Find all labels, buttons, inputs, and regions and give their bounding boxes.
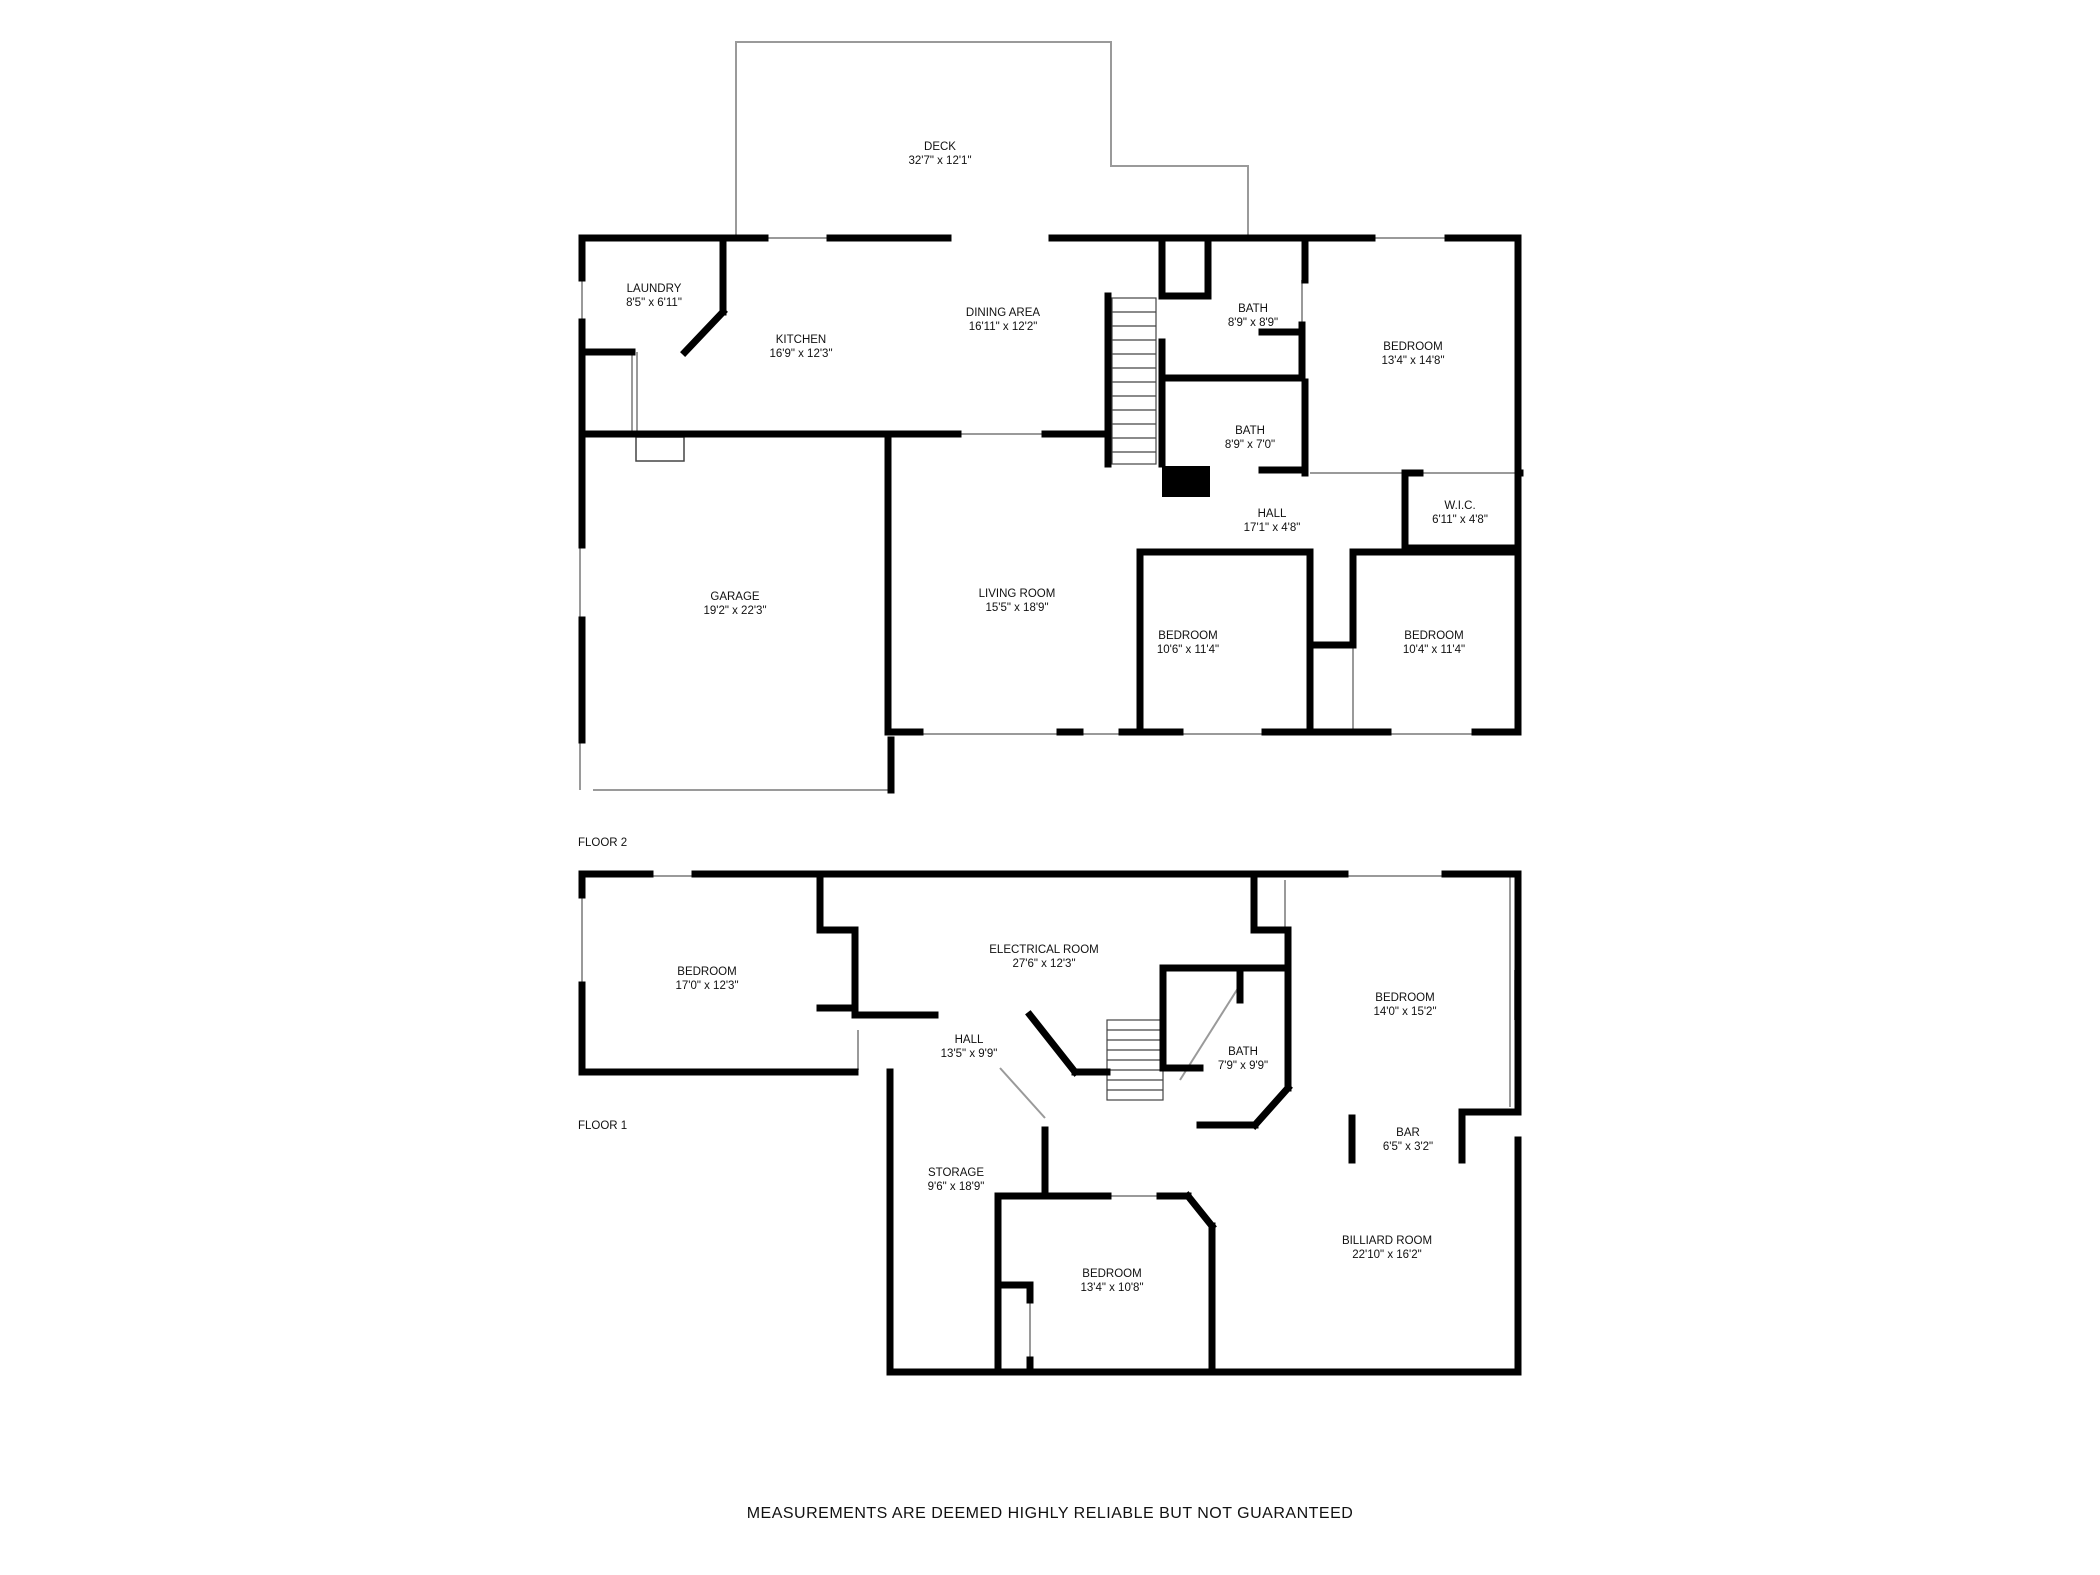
room-name-bath-upper: BATH [1238, 303, 1268, 315]
floor-2-plan [578, 41, 1524, 794]
room-size-bath-f1: 7'9" x 9'9" [1218, 1060, 1268, 1072]
room-size-hall-f2: 17'1" x 4'8" [1244, 522, 1301, 534]
room-labels: DECK 32'7" x 12'1" LAUNDRY 8'5" x 6'11" … [578, 141, 1488, 1294]
room-size-bedroom-northeast: 14'0" x 15'2" [1373, 1006, 1436, 1018]
floor-1-walls [578, 870, 1522, 1376]
room-size-billiard: 22'10" x 16'2" [1352, 1249, 1421, 1261]
room-name-deck: DECK [924, 141, 956, 153]
room-size-laundry: 8'5" x 6'11" [626, 297, 682, 309]
room-name-bedroom-south: BEDROOM [1082, 1268, 1141, 1280]
room-size-electrical: 27'6" x 12'3" [1012, 958, 1075, 970]
room-name-electrical: ELECTRICAL ROOM [989, 944, 1098, 956]
floor-2-stairs [1111, 297, 1157, 465]
room-size-bedroom-mid: 10'6" x 11'4" [1157, 644, 1219, 656]
room-size-bath-upper: 8'9" x 8'9" [1228, 317, 1278, 329]
room-name-hall-f2: HALL [1258, 508, 1287, 520]
room-size-dining: 16'11" x 12'2" [969, 321, 1038, 333]
room-name-bedroom-west: BEDROOM [677, 966, 736, 978]
room-size-bedroom-primary: 13'4" x 14'8" [1381, 355, 1444, 367]
room-name-billiard: BILLIARD ROOM [1342, 1235, 1432, 1247]
room-size-hall-f1: 13'5" x 9'9" [941, 1048, 998, 1060]
room-size-garage: 19'2" x 22'3" [703, 605, 766, 617]
room-name-bedroom-primary: BEDROOM [1383, 341, 1442, 353]
floor-1-plan [578, 870, 1522, 1376]
room-name-bath-lower: BATH [1235, 425, 1265, 437]
room-size-living: 15'5" x 18'9" [985, 602, 1048, 614]
disclaimer: MEASUREMENTS ARE DEEMED HIGHLY RELIABLE … [746, 1505, 1354, 1522]
room-name-dining: DINING AREA [966, 307, 1040, 319]
room-name-hall-f1: HALL [955, 1034, 984, 1046]
room-size-bedroom-west: 17'0" x 12'3" [675, 980, 738, 992]
room-size-bar: 6'5" x 3'2" [1383, 1141, 1433, 1153]
room-name-bedroom-east: BEDROOM [1404, 630, 1463, 642]
floor-2-label: FLOOR 2 [578, 837, 627, 849]
room-name-bedroom-northeast: BEDROOM [1375, 992, 1434, 1004]
room-name-wic: W.I.C. [1444, 500, 1475, 512]
room-name-laundry: LAUNDRY [627, 283, 682, 295]
room-size-bath-lower: 8'9" x 7'0" [1225, 439, 1275, 451]
room-size-kitchen: 16'9" x 12'3" [769, 348, 832, 360]
room-size-wic: 6'11" x 4'8" [1432, 514, 1488, 526]
deck-outline [735, 41, 1249, 236]
floor-2-walls [578, 234, 1524, 794]
room-size-storage: 9'6" x 18'9" [928, 1181, 985, 1193]
room-name-living: LIVING ROOM [979, 588, 1056, 600]
room-name-bedroom-mid: BEDROOM [1158, 630, 1217, 642]
garage-step [635, 436, 685, 462]
room-size-deck: 32'7" x 12'1" [908, 155, 971, 167]
room-name-bath-f1: BATH [1228, 1046, 1258, 1058]
room-name-storage: STORAGE [928, 1167, 984, 1179]
room-name-garage: GARAGE [710, 591, 760, 603]
floor-2-openings [579, 237, 1520, 791]
floor-1-stairs [1106, 1019, 1164, 1101]
bath-fixture [1162, 466, 1210, 497]
room-name-kitchen: KITCHEN [776, 334, 826, 346]
floor-1-label: FLOOR 1 [578, 1120, 627, 1132]
room-size-bedroom-south: 13'4" x 10'8" [1080, 1282, 1143, 1294]
room-name-bar: BAR [1396, 1127, 1420, 1139]
room-size-bedroom-east: 10'4" x 11'4" [1403, 644, 1465, 656]
